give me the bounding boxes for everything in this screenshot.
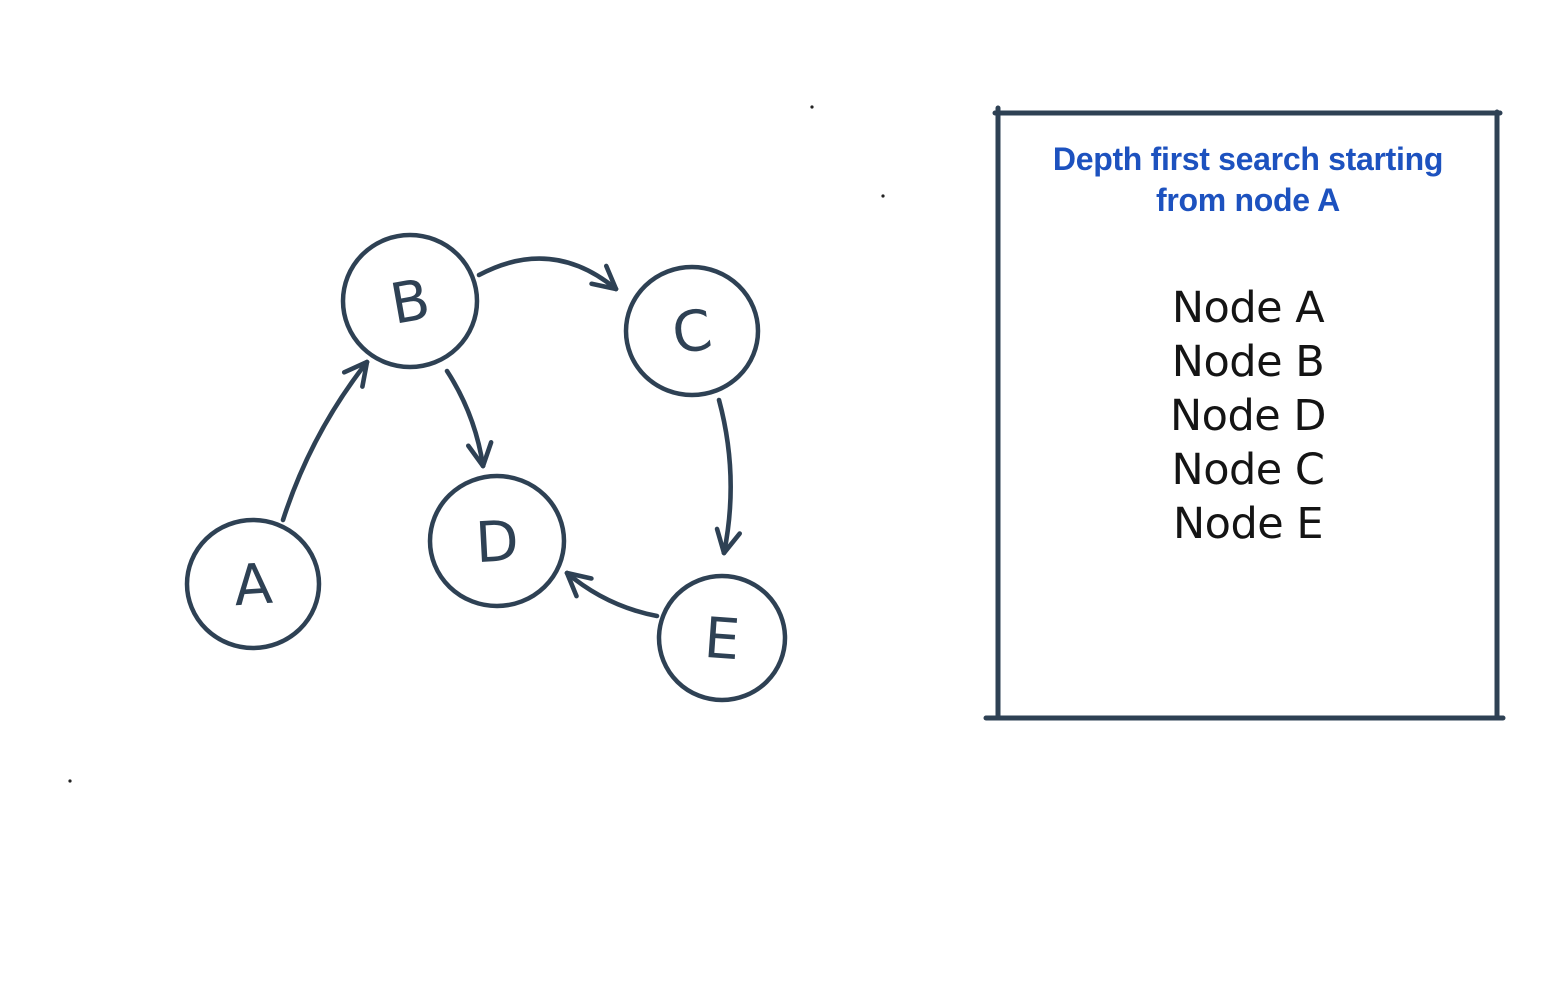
ink-speck: [881, 194, 885, 198]
dfs-list-item: Node C: [1171, 445, 1325, 495]
edge-A-B-arrowhead: [341, 359, 370, 375]
graph-node-label-A: A: [232, 552, 275, 620]
dfs-list-item: Node D: [1169, 391, 1327, 441]
graph-node-circle-B: [340, 232, 480, 370]
edge-A-B-line: [280, 359, 370, 523]
edge-C-E-line: [716, 397, 733, 556]
panel-title: Depth first search starting from node A: [998, 139, 1498, 221]
dfs-list-item: Node B: [1171, 337, 1325, 387]
edge-C-E-arrowhead: [714, 526, 727, 556]
ink-speck: [68, 779, 72, 783]
edge-B-D-line: [444, 368, 486, 469]
dfs-list-item: Node E: [1172, 499, 1324, 549]
graph-node-label-C: C: [668, 298, 716, 368]
edge-B-D-arrowhead: [480, 440, 494, 469]
edge-B-C-arrowhead: [603, 263, 619, 292]
edge-B-D-arrowhead: [465, 443, 486, 469]
edge-E-D-arrowhead: [564, 570, 594, 581]
panel-title-line2: from node A: [1156, 182, 1340, 218]
edge-C-E-arrowhead: [721, 531, 742, 556]
dfs-list-item: Node A: [1171, 283, 1325, 333]
graph-node-label-D: D: [474, 509, 520, 576]
graph-node-circle-E: [656, 573, 788, 703]
ink-speck: [810, 105, 814, 109]
graph-node-label-E: E: [702, 606, 742, 673]
edge-B-C-arrowhead: [589, 281, 619, 292]
panel-title-line1: Depth first search starting: [1052, 141, 1444, 177]
edge-E-D-line: [564, 570, 660, 619]
edge-E-D-arrowhead: [564, 570, 579, 599]
edge-A-B-arrowhead: [360, 359, 370, 389]
edge-B-C-line: [476, 256, 619, 292]
graph-node-circle-D: [427, 473, 567, 609]
graph-node-circle-C: [623, 264, 761, 398]
graph-node-circle-A: [184, 517, 322, 651]
